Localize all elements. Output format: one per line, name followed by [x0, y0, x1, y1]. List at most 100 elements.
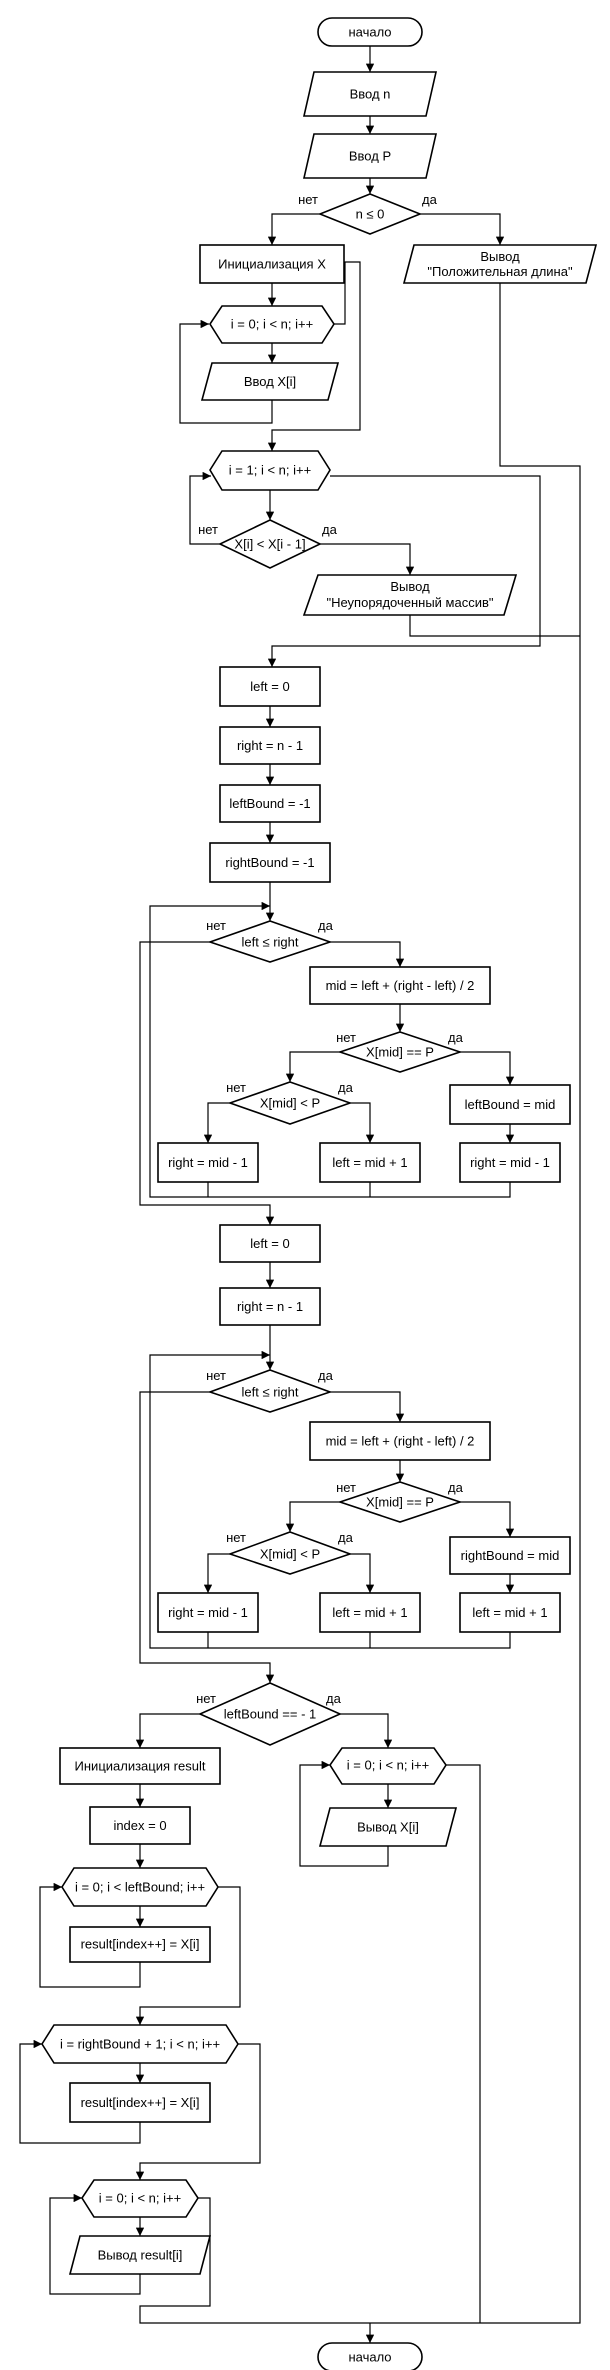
edge-check-order-yes	[320, 543, 415, 575]
check-found-decision: leftBound == - 1	[198, 1682, 342, 1746]
mid-a-block: mid = left + (right - left) / 2	[309, 966, 491, 1005]
loop-out-result-block: i = 0; i < n; i++	[81, 2179, 199, 2218]
right-mid-a2-block: right = mid - 1	[459, 1142, 561, 1183]
left0-b-block: left = 0	[219, 1224, 321, 1263]
loop-out-x-block: i = 0; i < n; i++	[329, 1747, 447, 1785]
edge-loop-copy2-exit	[135, 2043, 261, 2180]
connectors	[19, 46, 581, 2343]
read-xi-label: Ввод X[i]	[244, 374, 296, 389]
while-b-yes-label: да	[318, 1368, 334, 1383]
edge-check-order-no	[189, 471, 220, 545]
mid-b-label: mid = left + (right - left) / 2	[326, 1434, 475, 1449]
index0-block: index = 0	[89, 1806, 191, 1845]
input-p-label: Ввод P	[349, 149, 391, 164]
edge-loop-check-exit	[267, 475, 541, 667]
check-order-decision: X[i] < X[i - 1]	[218, 519, 322, 569]
eq-b-yes-label: да	[448, 1480, 464, 1495]
edge-lt-a-yes	[350, 1102, 375, 1143]
init-x-block: Инициализация X	[199, 244, 345, 284]
left-mid-a-label: left = mid + 1	[332, 1155, 407, 1170]
left-mid-b1-block: left = mid + 1	[319, 1592, 421, 1633]
edge-eq-a-no	[285, 1051, 340, 1082]
loop-copy2-label: i = rightBound + 1; i < n; i++	[60, 2037, 220, 2052]
right-a-label: right = n - 1	[237, 738, 303, 753]
edge-found-yes	[330, 1713, 393, 1748]
left-bound-init-label: leftBound = -1	[229, 796, 310, 811]
edge-loop-out-x-exit	[446, 1764, 481, 2323]
print-unsorted-line2: "Неупорядоченный массив"	[326, 595, 493, 610]
edge-positive-to-end	[370, 283, 581, 2324]
edge-while-a-yes	[330, 941, 405, 967]
print-positive-line1: Вывод	[480, 249, 520, 264]
loop-copy2-block: i = rightBound + 1; i < n; i++	[41, 2024, 239, 2064]
check-order-label: X[i] < X[i - 1]	[234, 537, 305, 552]
eq-a-label: X[mid] == P	[366, 1045, 434, 1060]
lt-b-no-label: нет	[226, 1530, 246, 1545]
loop-read-label: i = 0; i < n; i++	[231, 317, 313, 332]
left-mid-b2-label: left = mid + 1	[472, 1605, 547, 1620]
init-result-block: Инициализация result	[59, 1747, 221, 1785]
copy1-block: result[index++] = X[i]	[69, 1926, 211, 1963]
lt-a-no-label: нет	[226, 1080, 246, 1095]
while-b-decision: left ≤ right	[207, 1369, 333, 1413]
edge-copy1-back	[39, 1882, 141, 1988]
out-result-label: Вывод result[i]	[98, 2248, 183, 2263]
loop-out-result-label: i = 0; i < n; i++	[99, 2191, 181, 2206]
check-n-decision: n ≤ 0	[317, 193, 423, 235]
input-p-block: Ввод P	[302, 133, 438, 179]
while-a-decision: left ≤ right	[207, 920, 333, 963]
edge-found-no	[135, 1713, 210, 1748]
print-positive-line2: "Положительная длина"	[427, 264, 573, 279]
loop-copy1-block: i = 0; i < leftBound; i++	[61, 1867, 219, 1907]
left-mid-b1-label: left = mid + 1	[332, 1605, 407, 1620]
copy1-label: result[index++] = X[i]	[81, 1937, 200, 1952]
check-found-yes-label: да	[326, 1691, 342, 1706]
right-mid-a2-label: right = mid - 1	[470, 1155, 550, 1170]
edge-lt-b-yes	[350, 1553, 375, 1593]
edge-eq-b-no	[285, 1501, 340, 1532]
check-order-no-label: нет	[198, 522, 218, 537]
lt-b-decision: X[mid] < P	[227, 1531, 353, 1575]
right-b-block: right = n - 1	[219, 1287, 321, 1326]
edge-loop-out-exit	[139, 2197, 370, 2324]
edge-lt-a-no	[203, 1102, 230, 1143]
init-result-label: Инициализация result	[75, 1759, 206, 1774]
loop-copy1-label: i = 0; i < leftBound; i++	[75, 1880, 205, 1895]
lt-a-label: X[mid] < P	[260, 1096, 320, 1111]
while-a-no-label: нет	[206, 918, 226, 933]
print-unsorted-line1: Вывод	[390, 579, 430, 594]
start-label: начало	[348, 25, 391, 40]
left-bound-set-label: leftBound = mid	[465, 1097, 556, 1112]
left-mid-a-block: left = mid + 1	[319, 1142, 421, 1183]
index0-label: index = 0	[113, 1818, 166, 1833]
edge-while-b-no	[139, 1391, 275, 1683]
while-a-label: left ≤ right	[242, 935, 299, 950]
input-n-block: Ввод n	[302, 71, 438, 117]
mid-a-label: mid = left + (right - left) / 2	[326, 978, 475, 993]
check-found-label: leftBound == - 1	[224, 1707, 317, 1722]
copy2-block: result[index++] = X[i]	[69, 2082, 211, 2123]
lt-b-label: X[mid] < P	[260, 1547, 320, 1562]
loop-out-x-label: i = 0; i < n; i++	[347, 1758, 429, 1773]
init-x-label: Инициализация X	[218, 257, 326, 272]
eq-b-label: X[mid] == P	[366, 1495, 434, 1510]
edge-while-b-yes	[330, 1391, 405, 1422]
left-mid-b2-block: left = mid + 1	[459, 1592, 561, 1633]
loop-read-block: i = 0; i < n; i++	[209, 305, 335, 344]
edge-check-n-yes	[420, 213, 505, 245]
read-xi-block: Ввод X[i]	[200, 362, 340, 401]
left0-a-block: left = 0	[219, 666, 321, 707]
lt-a-decision: X[mid] < P	[227, 1081, 353, 1125]
eq-a-decision: X[mid] == P	[337, 1031, 463, 1073]
left0-a-label: left = 0	[250, 679, 289, 694]
eq-a-yes-label: да	[448, 1030, 464, 1045]
end-terminator: начало	[317, 2342, 423, 2370]
edge-while-a-no	[139, 941, 275, 1225]
right-bound-init-block: rightBound = -1	[209, 842, 331, 883]
out-x-label: Вывод X[i]	[357, 1820, 419, 1835]
edge-eq-a-yes	[460, 1051, 515, 1085]
check-n-yes-label: да	[422, 192, 438, 207]
eq-a-no-label: нет	[336, 1030, 356, 1045]
edge-lt-b-no	[203, 1553, 230, 1593]
